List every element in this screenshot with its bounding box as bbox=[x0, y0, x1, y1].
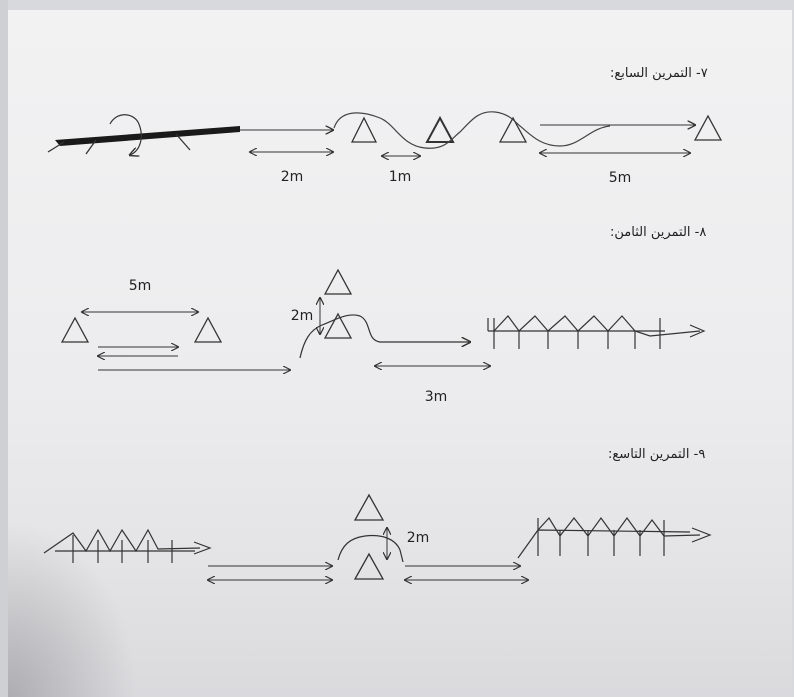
exercise-9: ٩- التمرين التاسع: 2m bbox=[43, 447, 712, 580]
jump-path bbox=[299, 314, 470, 359]
distance-label: 3m bbox=[425, 389, 448, 405]
roll-arrow bbox=[109, 114, 142, 155]
background-edge bbox=[0, 0, 8, 697]
ladder-drill bbox=[487, 315, 706, 349]
bench-leg bbox=[175, 133, 191, 151]
exercise-8: ٨- التمرين الثامن: 5m 2m 3m bbox=[60, 225, 706, 405]
distance-label: 5m bbox=[609, 170, 632, 186]
bench-leg bbox=[85, 139, 97, 155]
cone-triangle bbox=[350, 116, 378, 143]
cone-triangle bbox=[323, 268, 353, 295]
exercise-8-title: ٨- التمرين الثامن: bbox=[610, 225, 706, 240]
jump-path bbox=[337, 534, 404, 563]
bench-leg bbox=[47, 141, 65, 153]
cone-triangle bbox=[693, 114, 723, 141]
cone-triangle bbox=[498, 116, 528, 143]
cone-triangle bbox=[353, 552, 385, 580]
cone-triangle bbox=[60, 316, 90, 343]
cone-triangle bbox=[323, 312, 353, 339]
cone-triangle bbox=[425, 115, 455, 143]
ladder-drill bbox=[517, 516, 712, 559]
height-label: 2m bbox=[407, 530, 430, 546]
bench-shape bbox=[55, 126, 240, 146]
distance-label: 1m bbox=[389, 169, 412, 185]
exercise-9-title: ٩- التمرين التاسع: bbox=[608, 447, 705, 462]
cone-triangle bbox=[193, 316, 223, 343]
exercise-7-title: ٧- التمرين السابع: bbox=[610, 66, 708, 81]
distance-label: 2m bbox=[281, 169, 304, 185]
height-label: 2m bbox=[291, 308, 314, 324]
ladder-drill bbox=[43, 528, 212, 563]
distance-label: 5m bbox=[129, 278, 152, 294]
exercise-7: ٧- التمرين السابع: 2m 1m 5m bbox=[47, 66, 723, 186]
cone-triangle bbox=[353, 493, 385, 521]
slalom-path bbox=[333, 111, 611, 149]
